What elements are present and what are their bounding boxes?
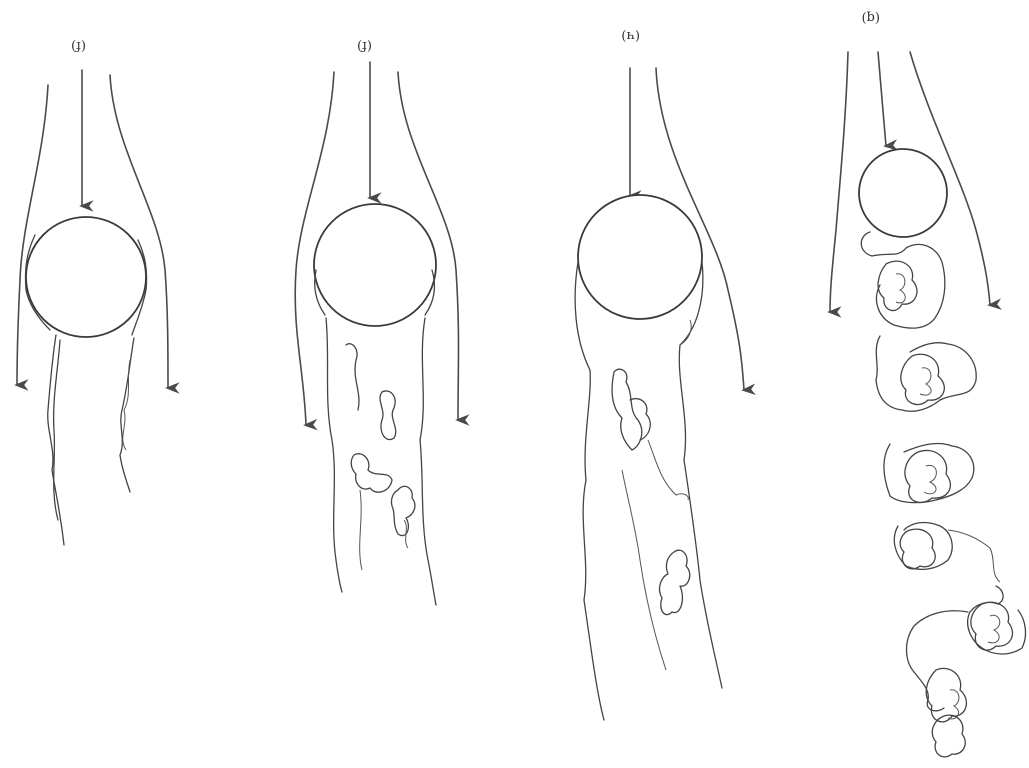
streamline-left bbox=[830, 52, 848, 312]
panel-1: (f) bbox=[17, 38, 168, 545]
panel-4: (q) bbox=[830, 10, 1025, 757]
panel-3-label: (ч) bbox=[621, 28, 640, 43]
panel-4-label: (q) bbox=[862, 10, 880, 25]
panel-2: (f) bbox=[295, 38, 458, 605]
panel-3: (ч) bbox=[575, 28, 744, 720]
sphere bbox=[26, 217, 146, 337]
streamline-center bbox=[878, 52, 886, 146]
sphere bbox=[578, 195, 702, 319]
sphere bbox=[314, 204, 436, 326]
vortex-street bbox=[861, 232, 1025, 757]
panel-1-label: (f) bbox=[71, 38, 86, 53]
sphere bbox=[859, 149, 947, 237]
wake-lines bbox=[575, 262, 722, 720]
panel-2-label: (f) bbox=[357, 38, 372, 53]
